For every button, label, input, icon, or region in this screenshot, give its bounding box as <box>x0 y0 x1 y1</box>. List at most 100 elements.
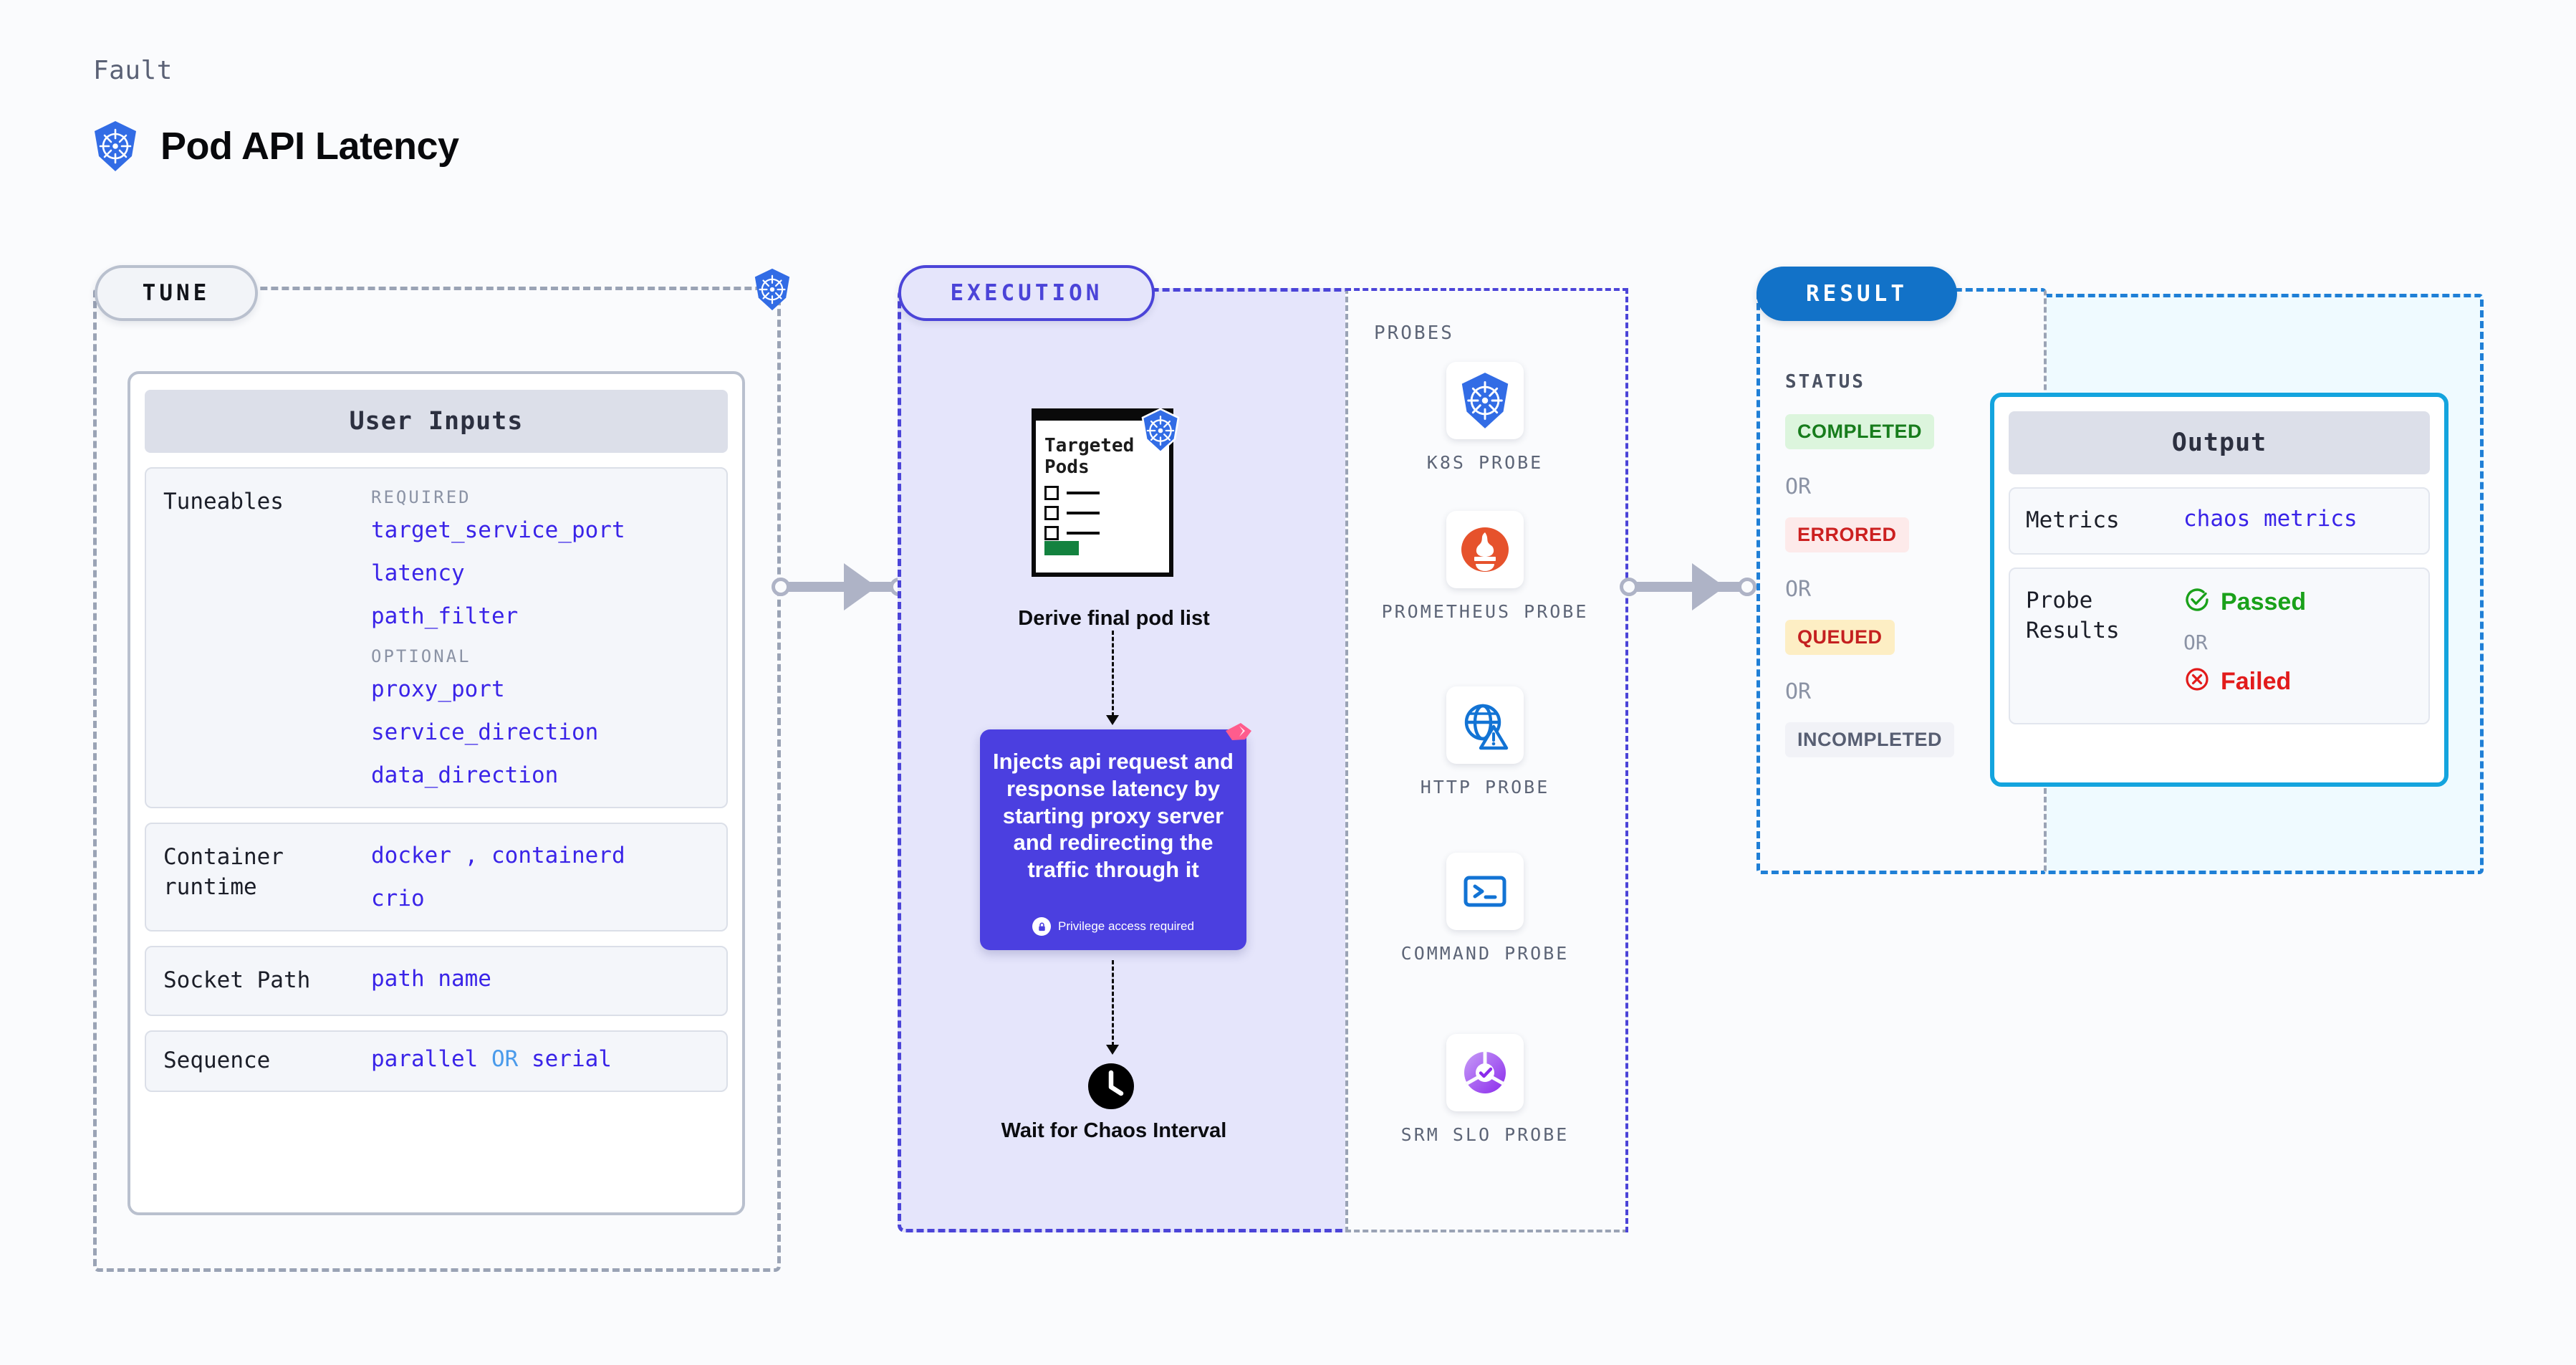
sequence-serial[interactable]: serial <box>531 1045 612 1072</box>
tuneables-row: Tuneables REQUIRED target_service_port l… <box>145 467 728 808</box>
placeholder-line <box>1067 532 1100 535</box>
tuneable-latency[interactable]: latency <box>371 560 465 586</box>
list-item <box>1044 526 1100 540</box>
runtime-separator: , <box>464 843 479 868</box>
execution-pill[interactable]: EXECUTION <box>898 265 1155 321</box>
arrow-icon <box>1106 715 1119 725</box>
checkbox-icon <box>1044 506 1059 520</box>
socket-path-label: Socket Path <box>163 967 311 993</box>
tuneable-target-service-port[interactable]: target_service_port <box>371 517 625 543</box>
probe-prometheus[interactable]: PROMETHEUS PROBE <box>1374 511 1596 624</box>
sequence-values: parallel OR serial <box>371 1046 709 1076</box>
status-badge-incompleted: INCOMPLETED <box>1785 722 1955 757</box>
list-item <box>1044 486 1100 500</box>
probe-result-passed: Passed <box>2183 586 2413 619</box>
tuneable-data-direction[interactable]: data_direction <box>371 762 559 788</box>
privilege-note: Privilege access required <box>980 917 1246 936</box>
flow-connector-2 <box>1112 960 1114 1046</box>
list-item <box>1044 506 1100 520</box>
derive-pod-list-caption: Derive final pod list <box>1018 607 1210 630</box>
metrics-values: chaos metrics <box>2183 506 2413 536</box>
srm-slo-icon <box>1446 1034 1524 1111</box>
runtime-containerd[interactable]: containerd <box>491 843 625 868</box>
arrow-icon <box>1106 1045 1119 1055</box>
user-inputs-title: User Inputs <box>145 390 728 453</box>
probe-http[interactable]: HTTP PROBE <box>1374 686 1596 800</box>
or-separator: OR <box>1785 679 1812 704</box>
tuneable-service-direction[interactable]: service_direction <box>371 719 599 745</box>
flow-connector-1 <box>1112 631 1114 717</box>
optional-caption: OPTIONAL <box>371 646 471 666</box>
failed-label: Failed <box>2221 668 2292 696</box>
probe-label: SRM SLO PROBE <box>1400 1124 1570 1145</box>
check-circle-icon <box>2183 586 2211 619</box>
result-pill[interactable]: RESULT <box>1756 267 1957 321</box>
inject-latency-node: Injects api request and response latency… <box>980 723 1251 950</box>
green-progress-bar <box>1044 541 1079 555</box>
metrics-label: Metrics <box>2026 507 2120 533</box>
lock-icon <box>1032 917 1052 936</box>
http-globe-warning-icon <box>1446 686 1524 764</box>
page-header: Pod API Latency <box>92 120 459 172</box>
privilege-text: Privilege access required <box>1058 919 1194 933</box>
probe-k8s[interactable]: K8S PROBE <box>1374 362 1596 475</box>
status-badge-queued: QUEUED <box>1785 620 1895 655</box>
terminal-icon <box>1446 853 1524 930</box>
kubernetes-icon <box>1140 408 1181 456</box>
tuneables-values: REQUIRED target_service_port latency pat… <box>371 487 709 788</box>
x-circle-icon <box>2183 666 2211 699</box>
prometheus-icon <box>1446 511 1524 588</box>
tune-pill[interactable]: TUNE <box>95 265 258 321</box>
socket-path-value[interactable]: path name <box>371 966 491 992</box>
placeholder-line <box>1067 512 1100 514</box>
targeted-pods-card: Targeted Pods <box>1032 408 1186 577</box>
metrics-row: Metrics chaos metrics <box>2009 487 2430 555</box>
probe-results-row: Probe Results Passed OR <box>2009 567 2430 724</box>
tuneables-label: Tuneables <box>163 489 284 514</box>
status-label: STATUS <box>1785 371 1865 393</box>
probes-label: PROBES <box>1374 322 1454 344</box>
checkbox-icon <box>1044 486 1059 500</box>
required-caption: REQUIRED <box>371 487 471 507</box>
runtime-crio[interactable]: crio <box>371 886 425 911</box>
status-badge-errored: ERRORED <box>1785 517 1909 552</box>
socket-path-row: Socket Path path name <box>145 946 728 1016</box>
or-separator: OR <box>1785 474 1812 499</box>
litmus-icon <box>1224 721 1254 755</box>
sequence-conjunction: OR <box>491 1045 519 1072</box>
user-inputs-card: User Inputs Tuneables REQUIRED target_se… <box>128 371 745 1215</box>
inject-description: Injects api request and response latency… <box>993 749 1234 883</box>
probe-results-label: Probe Results <box>2026 587 2120 643</box>
status-badge-completed: COMPLETED <box>1785 414 1935 449</box>
page-eyebrow: Fault <box>93 56 173 85</box>
runtime-docker[interactable]: docker <box>371 843 451 868</box>
sequence-parallel[interactable]: parallel <box>371 1045 479 1072</box>
passed-label: Passed <box>2221 588 2307 616</box>
probe-label: K8S PROBE <box>1426 452 1544 473</box>
kubernetes-icon <box>92 120 139 172</box>
probe-label: COMMAND PROBE <box>1400 943 1570 964</box>
socket-path-values: path name <box>371 966 709 996</box>
sequence-row: Sequence parallel OR serial <box>145 1030 728 1092</box>
probe-results-values: Passed OR Failed <box>2183 586 2413 699</box>
placeholder-line <box>1067 492 1100 494</box>
pods-card-title: Targeted Pods <box>1044 435 1135 478</box>
kubernetes-icon <box>1446 362 1524 439</box>
tuneable-path-filter[interactable]: path_filter <box>371 603 519 629</box>
or-separator: OR <box>1785 577 1812 602</box>
or-separator: OR <box>2183 630 2208 654</box>
probe-label: HTTP PROBE <box>1420 777 1550 798</box>
pods-checklist <box>1044 486 1100 546</box>
tuneable-proxy-port[interactable]: proxy_port <box>371 676 505 702</box>
probes-outer-border <box>1345 288 1628 1232</box>
checkbox-icon <box>1044 526 1059 540</box>
probe-srm-slo[interactable]: SRM SLO PROBE <box>1374 1034 1596 1147</box>
clock-icon <box>1087 1063 1135 1113</box>
container-runtime-row: Container runtime docker , containerd cr… <box>145 823 728 931</box>
container-runtime-values: docker , containerd crio <box>371 843 709 911</box>
page-title: Pod API Latency <box>160 125 459 168</box>
probe-command[interactable]: COMMAND PROBE <box>1374 853 1596 966</box>
metrics-value[interactable]: chaos metrics <box>2183 506 2358 532</box>
output-card: Output Metrics chaos metrics Probe Resul… <box>1990 393 2448 787</box>
